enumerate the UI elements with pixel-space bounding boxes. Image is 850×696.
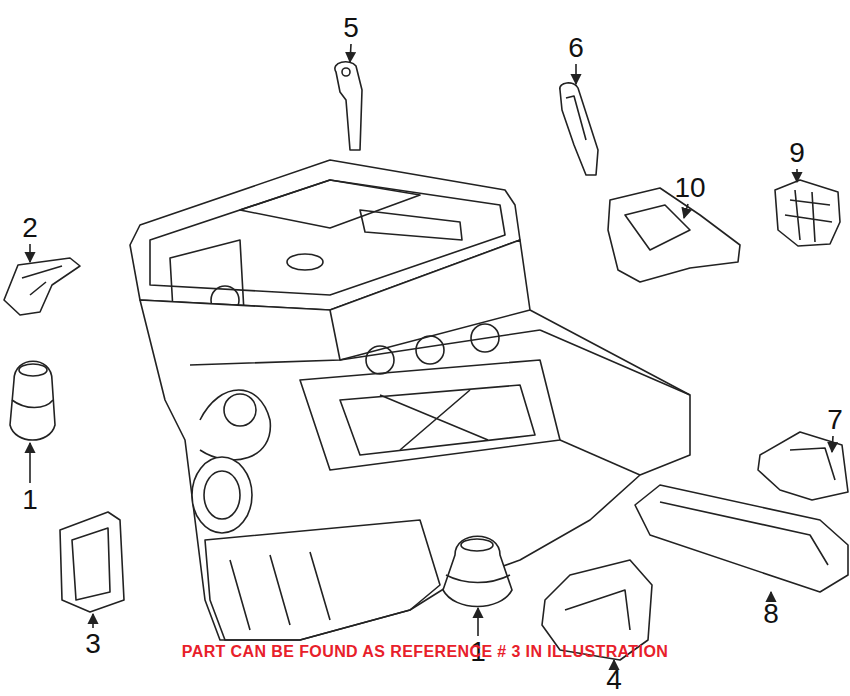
- callout-number: 4: [606, 666, 622, 694]
- callout-number: 6: [568, 34, 584, 62]
- callout-number: 3: [85, 630, 101, 658]
- callout-number: 9: [789, 139, 805, 167]
- callout-number: 5: [343, 14, 359, 42]
- callout-number: 7: [827, 406, 843, 434]
- callout-number: 8: [763, 600, 779, 628]
- callout-number: 2: [22, 214, 38, 242]
- note-text: PART CAN BE FOUND AS REFERENCE # 3 IN IL…: [182, 643, 668, 661]
- callout-number: 1: [22, 486, 38, 514]
- callout-number: 10: [674, 174, 705, 202]
